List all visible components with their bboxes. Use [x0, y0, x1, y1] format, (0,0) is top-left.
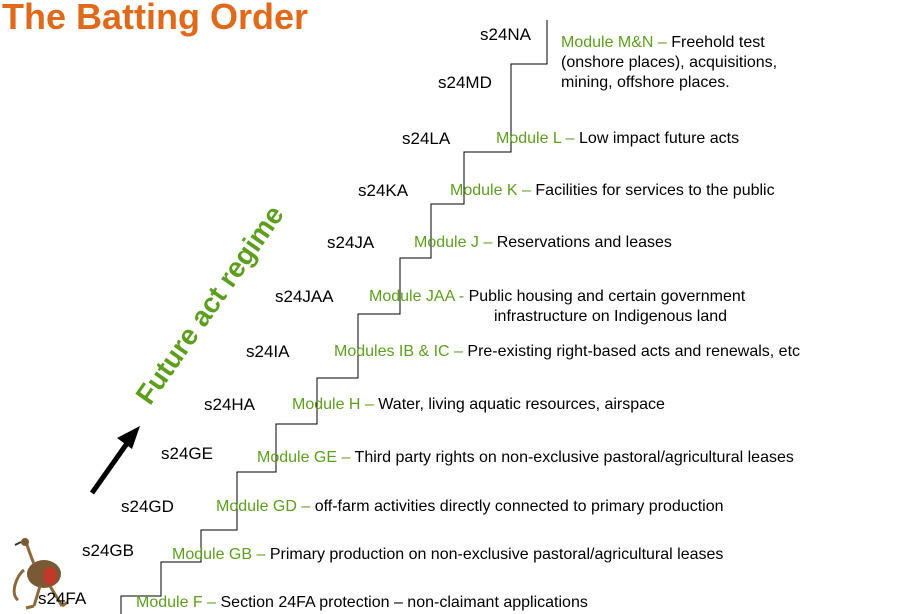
step-code-s24ia: s24IA	[246, 342, 290, 361]
up-arrow	[89, 426, 140, 495]
step-code-s24la: s24LA	[402, 129, 451, 148]
step-code-s24ka: s24KA	[358, 181, 409, 200]
module-name: Module K –	[450, 182, 531, 199]
module-description: Section 24FA protection – non-claimant a…	[220, 594, 588, 611]
module-description: Pre-existing right-based acts and renewa…	[467, 343, 801, 360]
module-name: Module GD –	[216, 498, 311, 515]
step-code-s24gd: s24GD	[121, 497, 174, 516]
module-name: Modules IB & IC –	[334, 343, 463, 360]
module-name: Module J –	[414, 234, 493, 251]
module-description-line-3: mining, offshore places.	[561, 74, 730, 91]
step-code-s24ha: s24HA	[204, 395, 256, 414]
step-code-s24md: s24MD	[438, 73, 492, 92]
module-description-line-2: (onshore places), acquisitions,	[561, 54, 778, 71]
step-code-s24ja: s24JA	[327, 233, 375, 252]
staircase-line	[120, 20, 548, 614]
module-row-f: Module F – Section 24FA protection – non…	[136, 593, 588, 613]
module-description: off-farm activities directly connected t…	[314, 498, 724, 515]
module-description: Low impact future acts	[579, 130, 740, 147]
step-code-s24na: s24NA	[480, 25, 532, 44]
module-row-gb: Module GB – Primary production on non-ex…	[172, 545, 723, 565]
module-name: Module GE –	[257, 449, 351, 466]
step-code-s24ge: s24GE	[161, 444, 213, 463]
module-description: Primary production on non-exclusive past…	[269, 546, 724, 563]
module-description: Public housing and certain government	[468, 288, 746, 305]
module-row-ib-ic: Modules IB & IC – Pre-existing right-bas…	[334, 342, 800, 362]
module-row-m-n: Module M&N – Freehold test (onshore plac…	[561, 33, 777, 93]
module-name: Module H –	[292, 396, 374, 413]
step-code-s24jaa: s24JAA	[275, 287, 334, 306]
step-code-s24gb: s24GB	[82, 541, 134, 560]
module-name: Module L –	[496, 130, 575, 147]
module-name: Module F –	[136, 594, 217, 611]
emu-mascot-icon	[12, 538, 69, 610]
module-row-jaa: Module JAA - Public housing and certain …	[369, 287, 745, 327]
module-description: Facilities for services to the public	[535, 182, 775, 199]
module-description: Reservations and leases	[496, 234, 672, 251]
module-name: Module M&N –	[561, 34, 667, 51]
module-name: Module GB –	[172, 546, 266, 563]
module-name: Module JAA -	[369, 288, 465, 305]
module-row-l: Module L – Low impact future acts	[496, 129, 739, 149]
module-description: Third party rights on non-exclusive past…	[354, 449, 794, 466]
module-row-j: Module J – Reservations and leases	[414, 233, 672, 253]
module-row-ge: Module GE – Third party rights on non-ex…	[257, 448, 794, 468]
module-row-h: Module H – Water, living aquatic resourc…	[292, 395, 665, 415]
module-description-continued: infrastructure on Indigenous land	[494, 308, 728, 325]
module-description: Freehold test	[671, 34, 765, 51]
step-code-s24fa: s24FA	[38, 589, 87, 608]
module-row-gd: Module GD – off-farm activities directly…	[216, 497, 723, 517]
module-description: Water, living aquatic resources, airspac…	[378, 396, 665, 413]
module-row-k: Module K – Facilities for services to th…	[450, 181, 775, 201]
page-title: The Batting Order	[2, 0, 309, 37]
